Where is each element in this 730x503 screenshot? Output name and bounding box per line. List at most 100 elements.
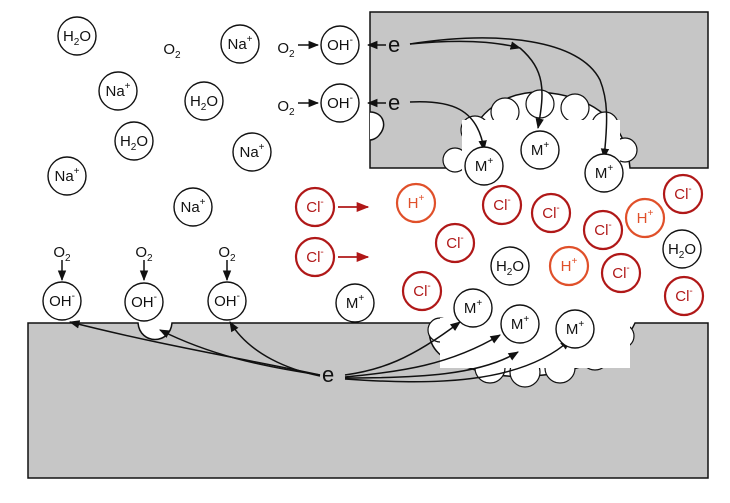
species-circle bbox=[401, 270, 443, 312]
upper-pit-notch bbox=[369, 111, 385, 141]
species-circle bbox=[124, 282, 164, 322]
species-label: OH- bbox=[131, 292, 157, 311]
species-na: Na+ bbox=[173, 187, 213, 227]
species-circle bbox=[582, 209, 624, 251]
species-circle bbox=[47, 156, 87, 196]
species-label: H2O bbox=[63, 28, 91, 48]
species-label: M+ bbox=[566, 319, 585, 338]
species-cl: Cl- bbox=[582, 209, 624, 251]
species-cl: Cl- bbox=[294, 186, 336, 228]
species-label: H2O bbox=[120, 133, 148, 153]
species-h2o: H2O bbox=[114, 121, 154, 161]
species-h2o: H2O bbox=[57, 16, 97, 56]
species-circle bbox=[530, 192, 572, 234]
species-h: H+ bbox=[548, 245, 590, 287]
species-o2: O2 bbox=[277, 98, 295, 118]
species-label: OH- bbox=[49, 291, 75, 310]
species-cl: Cl- bbox=[481, 184, 523, 226]
species-label: O2 bbox=[53, 244, 71, 264]
species-na: Na+ bbox=[47, 156, 87, 196]
species-label: M+ bbox=[595, 163, 614, 182]
species-circle bbox=[42, 281, 82, 321]
species-label: M+ bbox=[346, 293, 365, 312]
species-label: M+ bbox=[531, 140, 550, 159]
species-circle bbox=[57, 16, 97, 56]
species-circle bbox=[584, 153, 624, 193]
species-circle bbox=[320, 25, 360, 65]
species-circle bbox=[662, 173, 704, 215]
species-m: M+ bbox=[335, 283, 375, 323]
species-label: H+ bbox=[408, 193, 425, 212]
species-label: O2 bbox=[277, 40, 295, 60]
chloride-arrows bbox=[338, 201, 370, 263]
species-na: Na+ bbox=[220, 24, 260, 64]
species-cl: Cl- bbox=[662, 173, 704, 215]
species-oh: OH- bbox=[124, 282, 164, 322]
species-circle bbox=[500, 304, 540, 344]
species-oh: OH- bbox=[320, 25, 360, 65]
species-circle bbox=[335, 283, 375, 323]
species-oh: OH- bbox=[207, 281, 247, 321]
species-circle bbox=[184, 81, 224, 121]
species-na: Na+ bbox=[232, 132, 272, 172]
species-label: O2 bbox=[218, 244, 236, 264]
species-cl: Cl- bbox=[294, 236, 336, 278]
species-circle bbox=[320, 83, 360, 123]
electron-label-bottom: e bbox=[322, 362, 334, 387]
species-label: H2O bbox=[496, 258, 524, 278]
species-h2o: H2O bbox=[662, 229, 702, 269]
species-oh: OH- bbox=[320, 83, 360, 123]
species-label: Cl- bbox=[675, 286, 693, 305]
species-cl: Cl- bbox=[600, 252, 642, 294]
species-label: Cl- bbox=[306, 197, 324, 216]
species-label: Cl- bbox=[594, 220, 612, 239]
species-m: M+ bbox=[584, 153, 624, 193]
species-circle bbox=[555, 309, 595, 349]
species-label: Cl- bbox=[612, 263, 630, 282]
upper-electron-arrows bbox=[366, 37, 610, 160]
species-o2: O2 bbox=[135, 244, 153, 264]
species-cl: Cl- bbox=[434, 222, 476, 264]
species-circle bbox=[453, 288, 493, 328]
oxygen-arrows bbox=[57, 40, 320, 282]
species-label: Cl- bbox=[542, 203, 560, 222]
species-label: M+ bbox=[464, 298, 483, 317]
electron-label-top: e bbox=[388, 32, 400, 57]
species-m: M+ bbox=[520, 130, 560, 170]
species-circle bbox=[464, 146, 504, 186]
species-h: H+ bbox=[624, 197, 666, 239]
species-cl: Cl- bbox=[530, 192, 572, 234]
species-label: O2 bbox=[163, 41, 181, 61]
species-label: OH- bbox=[327, 35, 353, 54]
species-label: Cl- bbox=[493, 195, 511, 214]
species-circle bbox=[662, 229, 702, 269]
species-label: H2O bbox=[190, 93, 218, 113]
species-label: OH- bbox=[327, 93, 353, 112]
species-circle bbox=[434, 222, 476, 264]
species-cl: Cl- bbox=[401, 270, 443, 312]
species-label: Na+ bbox=[105, 81, 130, 100]
species-circle bbox=[490, 246, 530, 286]
species-m: M+ bbox=[500, 304, 540, 344]
species-circle bbox=[624, 197, 666, 239]
species-circle bbox=[481, 184, 523, 226]
species-cl: Cl- bbox=[663, 275, 705, 317]
species-h2o: H2O bbox=[184, 81, 224, 121]
species-label: Cl- bbox=[446, 233, 464, 252]
species-circle bbox=[600, 252, 642, 294]
species-circle bbox=[207, 281, 247, 321]
species-circle bbox=[114, 121, 154, 161]
species-h: H+ bbox=[395, 182, 437, 224]
species-label: Cl- bbox=[306, 247, 324, 266]
species-o2: O2 bbox=[163, 41, 181, 61]
species-label: Cl- bbox=[413, 281, 431, 300]
species-na: Na+ bbox=[98, 71, 138, 111]
species-label: Na+ bbox=[227, 34, 252, 53]
species-label: M+ bbox=[511, 314, 530, 333]
species-circle bbox=[294, 186, 336, 228]
species-circle bbox=[232, 132, 272, 172]
species-circle bbox=[98, 71, 138, 111]
species-label: H+ bbox=[637, 208, 654, 227]
